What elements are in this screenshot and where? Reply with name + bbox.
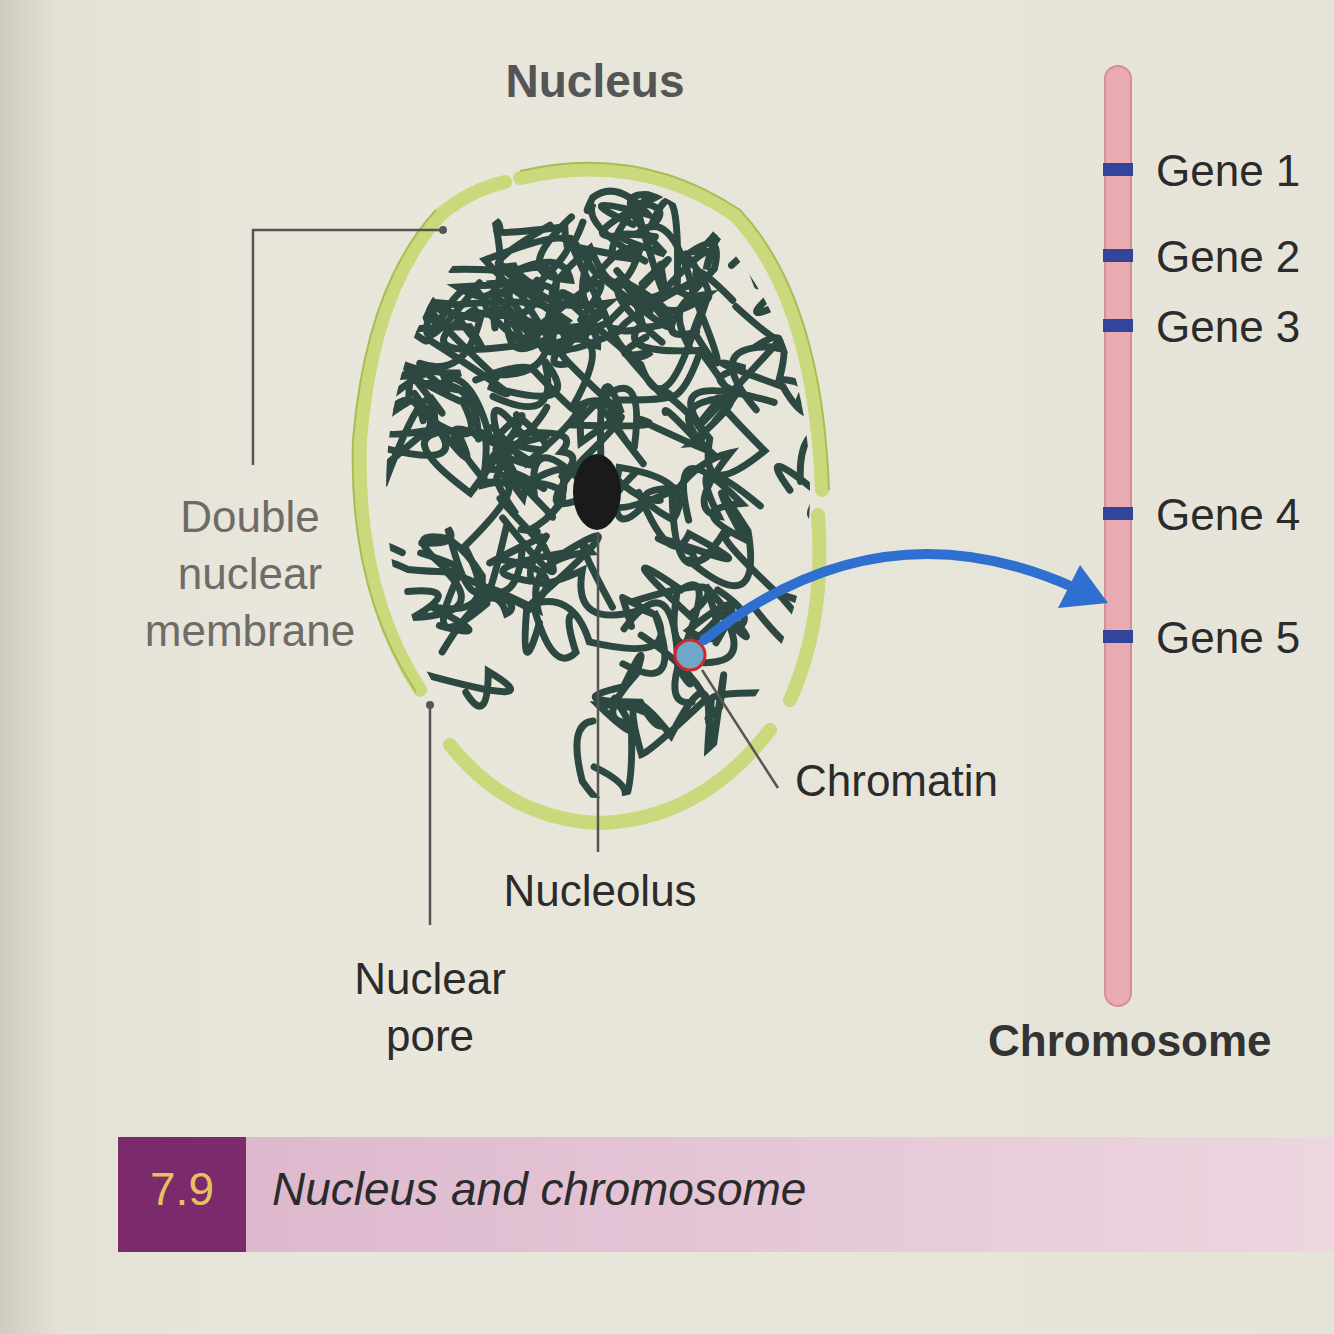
chromatin-thread	[594, 767, 704, 876]
nucleolus	[573, 454, 621, 530]
chromatin-thread	[269, 362, 446, 456]
figure-number-box	[118, 1137, 246, 1252]
chromatin-thread	[774, 552, 949, 657]
chromatin-thread	[672, 453, 760, 564]
chromatin-highlight	[675, 640, 705, 670]
chromatin-thread	[724, 534, 857, 670]
chromatin-thread	[732, 299, 891, 410]
chromosome-label: Chromosome	[988, 1012, 1272, 1069]
chromatin-thread	[671, 210, 766, 335]
gene-label: Gene 2	[1156, 228, 1300, 285]
leader-lines	[253, 230, 778, 925]
gene-bands	[1103, 163, 1133, 643]
gene-label: Gene 5	[1156, 609, 1300, 666]
zoom-arrow	[704, 554, 1075, 640]
chromatin-thread	[318, 373, 478, 446]
chromatin-thread	[568, 254, 700, 398]
gene-label: Gene 3	[1156, 298, 1300, 355]
chromosome-bar	[1105, 66, 1131, 1006]
part-label: Double nuclear membrane	[120, 488, 380, 660]
part-label: Nuclear pore	[330, 950, 530, 1064]
chromatin-thread	[595, 687, 660, 731]
chromatin-thread	[420, 283, 522, 340]
caption-band	[118, 1137, 1334, 1252]
chromatin-thread	[720, 363, 888, 414]
arrow-head	[1058, 565, 1108, 608]
gene-label: Gene 1	[1156, 142, 1300, 199]
chromatin-thread	[736, 269, 901, 343]
chromatin-thread	[707, 675, 772, 771]
chromatin-thread	[632, 568, 709, 702]
chromatin-thread	[503, 536, 599, 658]
chromatin-thread	[380, 671, 511, 755]
chromatin-thread	[403, 166, 583, 246]
figure-number: 7.9	[118, 1160, 246, 1220]
gene-label: Gene 4	[1156, 486, 1300, 543]
part-label: Nucleolus	[500, 862, 700, 919]
chromatin-thread	[633, 635, 709, 754]
chromatin-thread	[755, 338, 847, 482]
diagram-title: Nucleus	[395, 52, 795, 112]
part-label: Chromatin	[795, 752, 998, 809]
figure-caption: Nucleus and chromosome	[272, 1160, 806, 1220]
chromatin-thread	[318, 539, 458, 614]
chromatin-thread	[431, 433, 509, 631]
